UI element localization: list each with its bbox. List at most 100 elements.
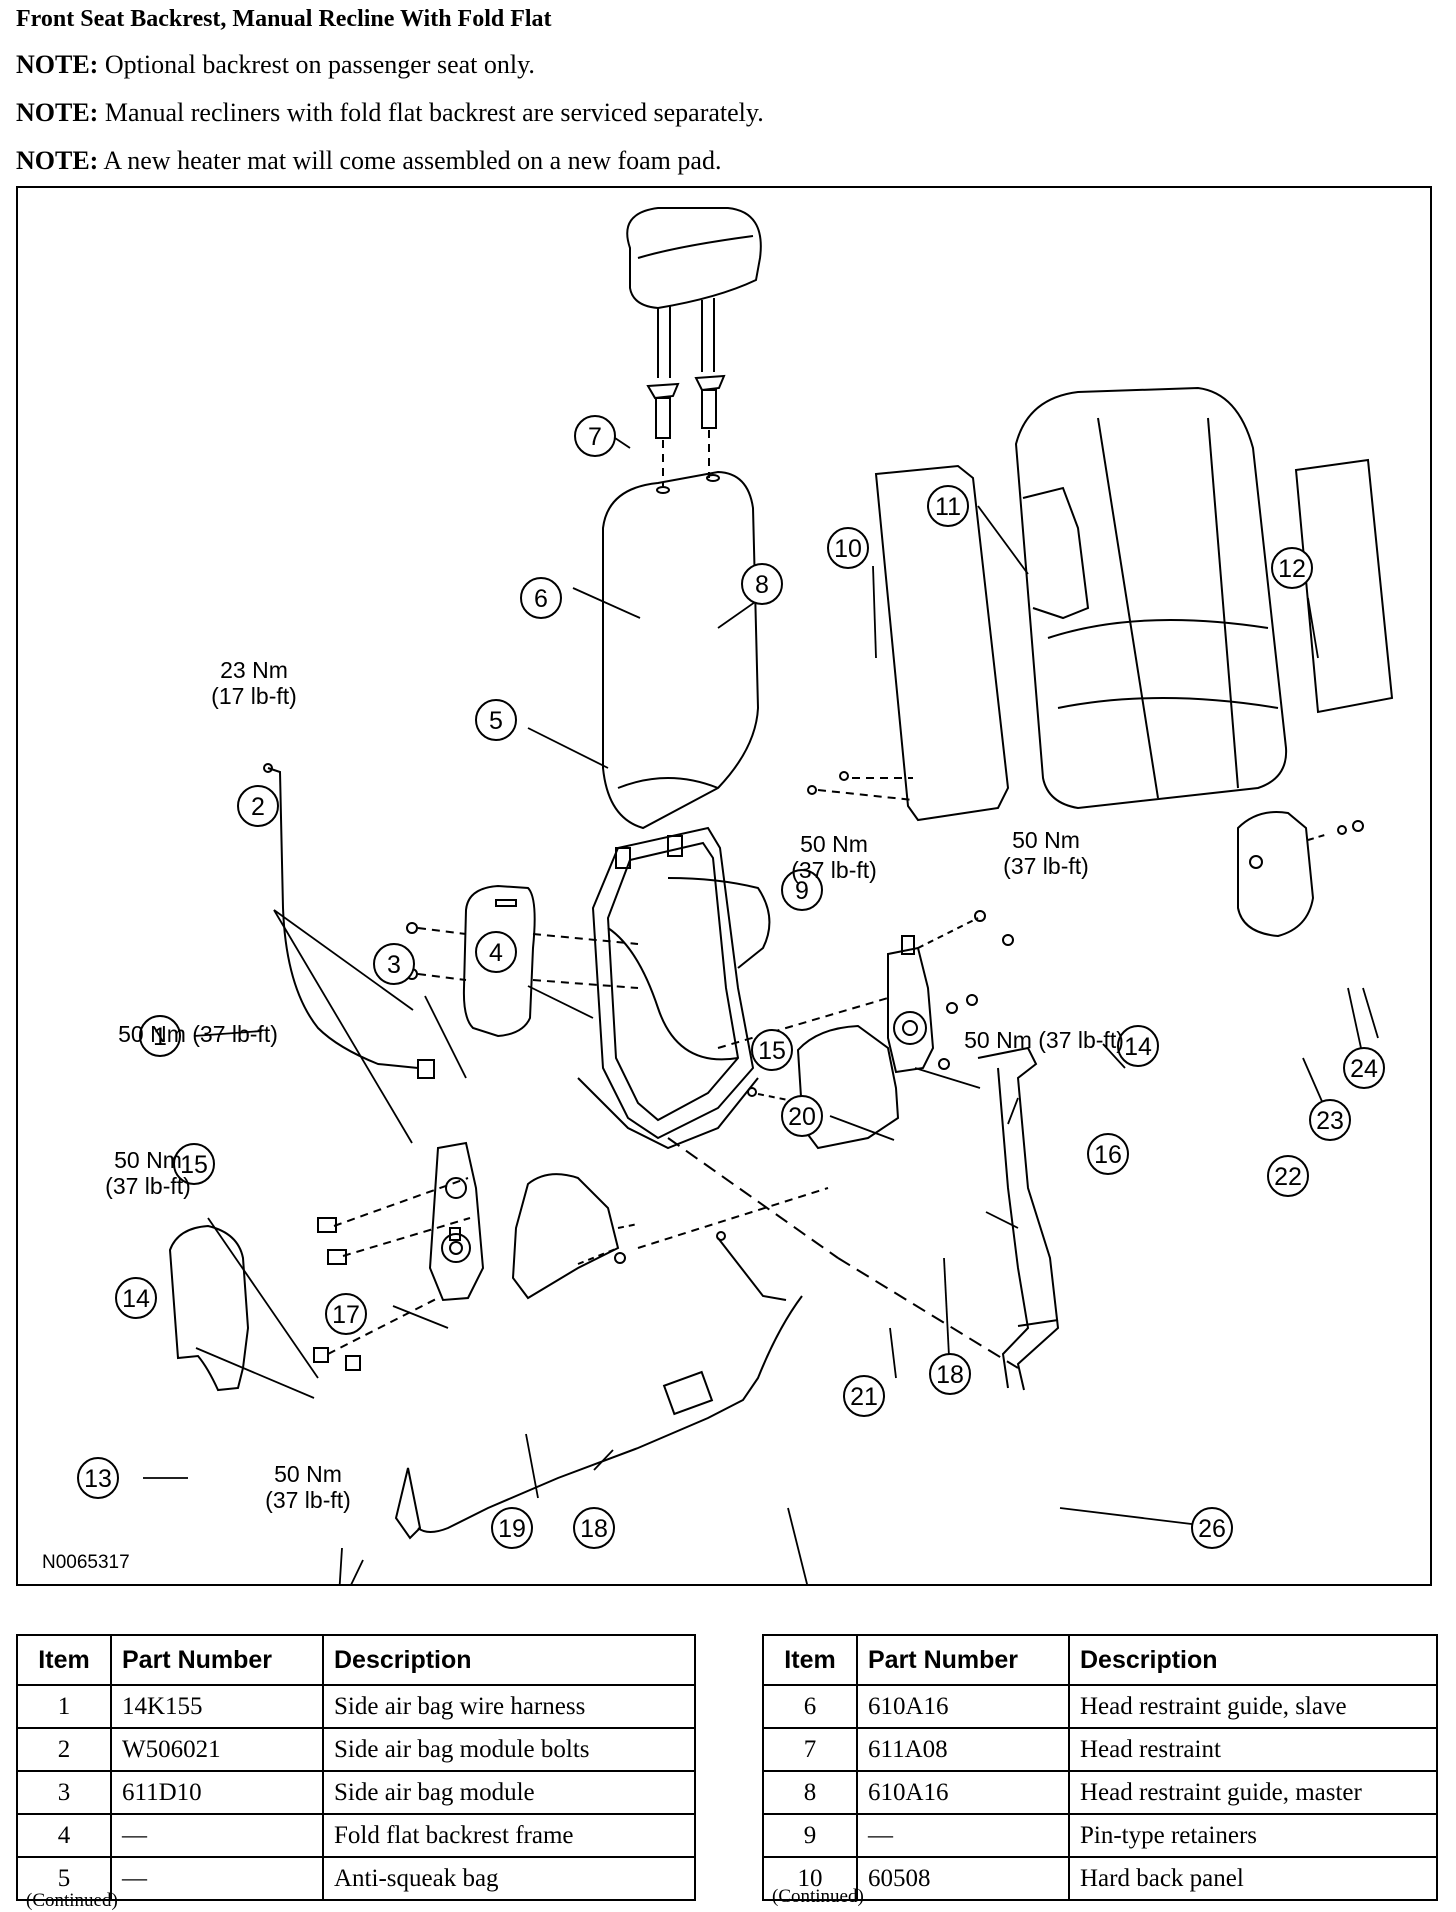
col-header-item: Item [762,1634,858,1686]
note-text: Optional backrest on passenger seat only… [104,50,535,79]
callout-circle [237,785,279,827]
callout-18: 18 [573,1507,615,1549]
callout-circle [1309,1099,1351,1141]
note-text: Manual recliners with fold flat backrest… [104,98,764,127]
callout-number: 10 [834,535,862,563]
torque-spec: 50 Nm(37 lb-ft) [265,1461,351,1513]
callout-number: 12 [1278,555,1306,583]
torque-lbft: (37 lb-ft) [791,857,877,883]
callout-number: 16 [1094,1141,1122,1169]
torque-nm: 50 Nm (37 lb-ft) [964,1027,1124,1053]
continued-label-right: (Continued) [772,1886,864,1907]
cell-item: 3 [16,1770,112,1815]
callout-8: 8 [741,563,783,605]
callout-number: 22 [1274,1163,1302,1191]
callout-24: 24 [1343,1047,1385,1089]
leader-18l [593,1449,614,1471]
callout-circle [1191,1507,1233,1549]
leader-23 [1347,987,1362,1049]
torque-nm: 50 Nm [114,1147,182,1173]
callout-circle [929,1353,971,1395]
callout-17: 17 [325,1293,367,1335]
torque-lbft: (17 lb-ft) [211,683,297,709]
torque-lbft: (37 lb-ft) [1003,853,1089,879]
cell-part: — [110,1813,324,1858]
col-header-item: Item [16,1634,112,1686]
leader-14r [1102,1043,1126,1069]
cell-part: — [110,1856,324,1901]
callout-number: 26 [1198,1515,1226,1543]
table-header-row: Item Part Number Description [762,1634,1438,1686]
leader-6 [572,587,641,619]
cell-desc: Pin-type retainers [1068,1813,1438,1858]
leader-11 [977,505,1029,575]
note-text: A new heater mat will come assembled on … [103,146,722,175]
torque-nm: 50 Nm (37 lb-ft) [118,1021,278,1047]
cell-item: 6 [762,1684,858,1729]
note-2: NOTE: Manual recliners with fold flat ba… [16,98,764,128]
callout-number: 9 [795,877,809,905]
side-panel-drawing [1294,458,1394,714]
cell-part: 611D10 [110,1770,324,1815]
leader-25 [787,1507,808,1584]
callout-number: 20 [788,1103,816,1131]
callout-circle [173,1143,215,1185]
torque-spec: 50 Nm (37 lb-ft) [118,1021,278,1047]
callout-circle [1343,1047,1385,1089]
cell-item: 5 [16,1856,112,1901]
callout-circle [843,1375,885,1417]
torque-nm: 50 Nm [1012,827,1080,853]
torque-nm: 23 Nm [220,657,288,683]
cell-item: 9 [762,1813,858,1858]
figure-id: N0065317 [42,1552,130,1573]
head-restraint-drawing [626,207,762,378]
callout-6: 6 [520,577,562,619]
leader-15l [207,1217,319,1379]
cell-part: 610A16 [856,1684,1070,1729]
leader-16l-b [350,1559,364,1584]
callout-22: 22 [1267,1155,1309,1197]
leader-2b [273,909,413,1144]
callout-number: 19 [498,1515,526,1543]
leader-24 [1362,987,1379,1039]
cell-part: W506021 [110,1727,324,1772]
callout-circle [1117,1025,1159,1067]
leader-16l-a [338,1547,343,1584]
cell-desc: Fold flat backrest frame [322,1813,696,1858]
leader-lines [143,417,1379,1584]
callout-13: 13 [77,1457,119,1499]
callout-circle [520,577,562,619]
leader-21 [889,1327,897,1379]
callout-number: 7 [588,423,602,451]
cell-item: 2 [16,1727,112,1772]
callout-15: 15 [751,1029,793,1071]
callout-circle [491,1507,533,1549]
callout-9: 9 [781,869,823,911]
cell-item: 10 [762,1856,858,1901]
wire-guide-drawing [977,1046,1060,1391]
col-header-part-number: Part Number [856,1634,1070,1686]
callout-circle [325,1293,367,1335]
side-air-bag-module-drawing [406,884,639,1038]
callout-4: 4 [475,931,517,973]
cell-part: 14K155 [110,1684,324,1729]
callout-number: 21 [850,1383,878,1411]
callout-19: 19 [491,1507,533,1549]
head-restraint-guide-drawing [646,374,726,488]
cell-part: 60508 [856,1856,1070,1901]
callout-number: 23 [1316,1107,1344,1135]
callout-number: 14 [122,1285,150,1313]
leader-17 [392,1305,449,1329]
callout-number: 14 [1124,1033,1152,1061]
cell-item: 1 [16,1684,112,1729]
callout-2: 2 [237,785,279,827]
callout-circle [1087,1133,1129,1175]
release-cable-drawing [394,1231,803,1540]
callout-23: 23 [1309,1099,1351,1141]
torque-spec: 23 Nm(17 lb-ft) [211,657,297,709]
callout-number: 8 [755,571,769,599]
callout-circle [781,869,823,911]
note-1: NOTE: Optional backrest on passenger sea… [16,50,535,80]
